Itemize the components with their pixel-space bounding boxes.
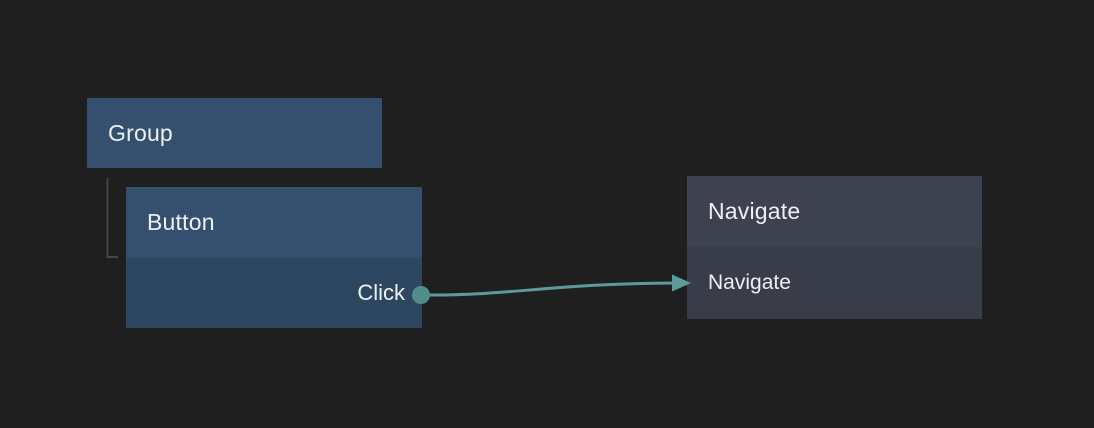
node-navigate-header[interactable]: Navigate (687, 176, 982, 247)
navigate-row-label: Navigate (708, 271, 791, 294)
group-to-button-tree-connector (106, 178, 118, 258)
click-port-label: Click (357, 280, 405, 305)
click-to-navigate-wire[interactable] (427, 281, 675, 297)
node-button-header[interactable]: Button (126, 187, 422, 258)
node-button[interactable]: Button Click (126, 187, 422, 328)
node-navigate[interactable]: Navigate Navigate (687, 176, 982, 319)
node-navigate-input-row[interactable]: Navigate (687, 247, 982, 319)
click-output-port[interactable] (412, 286, 430, 304)
node-navigate-title: Navigate (708, 198, 801, 224)
node-button-click-row[interactable]: Click (126, 258, 422, 328)
node-group[interactable]: Group (87, 98, 382, 168)
node-group-title: Group (108, 119, 173, 146)
node-button-title: Button (147, 209, 215, 235)
node-group-header[interactable]: Group (87, 98, 382, 168)
